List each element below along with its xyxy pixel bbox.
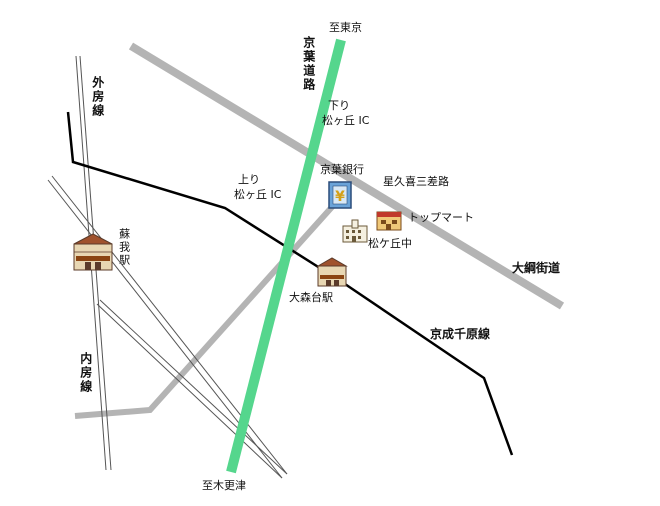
keisei-chihara-line-label: 京成千原線 [430, 327, 491, 341]
sotobo-line-label: 外房線 [90, 76, 105, 118]
to-tokyo-label: 至東京 [329, 21, 362, 34]
store-icon [376, 211, 402, 231]
bank-icon: ¥ [328, 181, 352, 209]
keiyo-road-label: 京葉道路 [301, 36, 316, 92]
svg-text:¥: ¥ [335, 189, 345, 205]
top-mart-label: トップマート [408, 211, 474, 224]
down-ic-label-2: 松ヶ丘 IC [322, 114, 370, 127]
up-ic-label-2: 松ヶ丘 IC [234, 188, 282, 201]
hoshikuki-junction-label: 星久喜三差路 [383, 175, 449, 188]
school-icon [342, 219, 368, 243]
to-kisarazu-label: 至木更津 [202, 479, 246, 492]
keisei-chihara-line [66, 111, 514, 456]
matsugaoka-jhs-label: 松ケ丘中 [368, 237, 412, 250]
local-road-gray [74, 195, 343, 419]
keiyo-bank-label: 京葉銀行 [320, 163, 364, 176]
uchibo-line-label: 内房線 [78, 352, 93, 394]
oami-kaido-road [128, 42, 565, 310]
omoridai-station-icon [316, 257, 348, 287]
oami-kaido-label: 大綱街道 [512, 261, 561, 275]
omoridai-station-label: 大森台駅 [289, 291, 333, 304]
up-ic-label-1: 上り [238, 173, 260, 186]
soga-station-label: 蘇我駅 [117, 228, 131, 267]
soga-station-icon [73, 233, 113, 271]
down-ic-label-1: 下り [328, 99, 350, 112]
keiyo-expressway [226, 38, 346, 474]
